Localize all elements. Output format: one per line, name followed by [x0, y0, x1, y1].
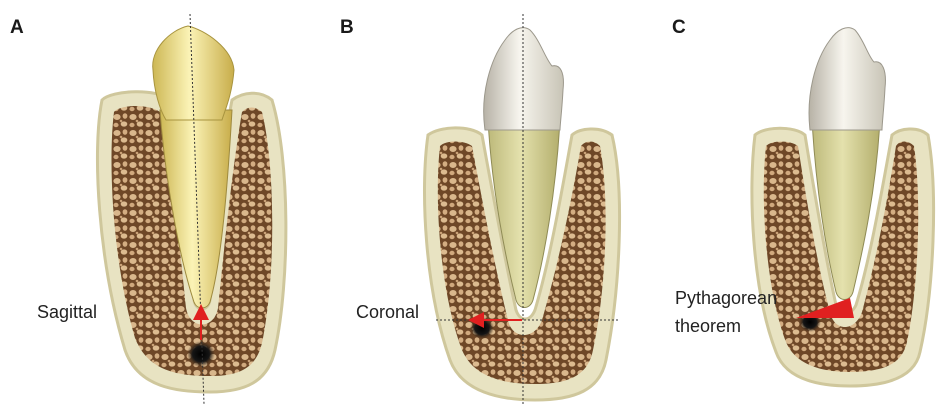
tooth-crown — [153, 26, 234, 120]
panel-b: B Coronal — [340, 14, 620, 404]
panel-c-label-line2: theorem — [675, 316, 741, 336]
panel-b-label: Coronal — [356, 302, 419, 322]
tooth-crown — [809, 28, 885, 130]
panel-c-letter: C — [672, 17, 686, 38]
periapical-lesion — [187, 341, 215, 367]
tooth-crown — [484, 28, 564, 130]
panel-a-label: Sagittal — [37, 302, 97, 322]
panel-b-letter: B — [340, 17, 354, 38]
panel-c: C Pythagorean theorem — [672, 17, 934, 386]
panel-c-label-line1: Pythagorean — [675, 288, 777, 308]
panel-a: A Sagittal — [10, 14, 286, 404]
panel-a-letter: A — [10, 17, 24, 38]
